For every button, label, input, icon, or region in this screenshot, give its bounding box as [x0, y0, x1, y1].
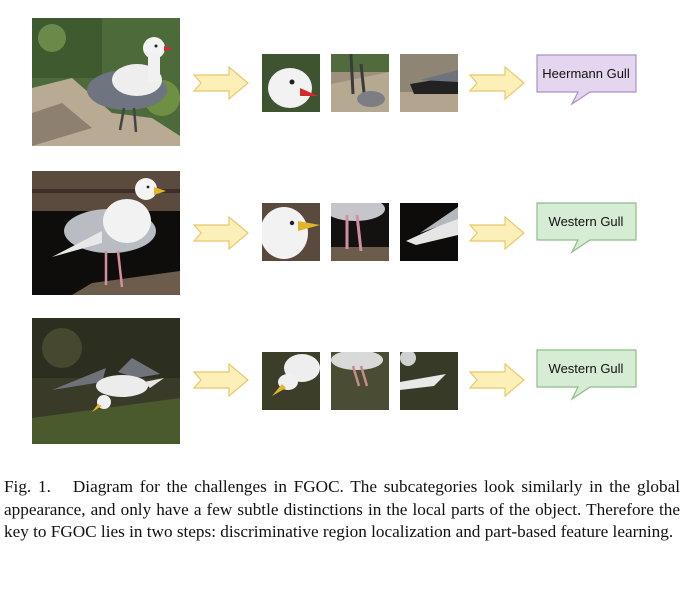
class-label-text: Heermann Gull [542, 65, 630, 81]
part-crop-head [262, 54, 320, 112]
part-crop-legs [331, 203, 389, 261]
figure-row-3: Western Gull [0, 318, 687, 448]
arrow-right-icon [469, 66, 525, 100]
arrow-right-icon [193, 216, 249, 250]
gull-in-flight-photo [32, 318, 180, 444]
class-label-text: Western Gull [548, 213, 624, 229]
part-crop-head [262, 352, 320, 410]
figure-caption: Fig. 1.Diagram for the challenges in FGO… [4, 476, 680, 544]
arrow-right-icon [193, 363, 249, 397]
gull-on-dock-photo [32, 171, 180, 295]
class-label-text: Western Gull [548, 360, 624, 376]
figure-row-2: Western Gull [0, 171, 687, 301]
part-crop-legs [331, 352, 389, 410]
class-label-bubble: Heermann Gull [536, 54, 640, 106]
part-crop-legs [331, 54, 389, 112]
figure-caption-label: Fig. 1. [4, 477, 51, 496]
gull-on-rocks-photo [32, 18, 180, 146]
figure-row-1: Heermann Gull [0, 18, 687, 148]
figure-diagram: Heermann Gull [0, 18, 687, 448]
class-label-bubble: Western Gull [536, 349, 640, 401]
arrow-right-icon [469, 216, 525, 250]
part-crop-head [262, 203, 320, 261]
part-crop-tail [400, 54, 458, 112]
part-crop-tail [400, 203, 458, 261]
arrow-right-icon [193, 66, 249, 100]
arrow-right-icon [469, 363, 525, 397]
part-crop-tail [400, 352, 458, 410]
class-label-bubble: Western Gull [536, 202, 640, 254]
figure-caption-text: Diagram for the challenges in FGOC. The … [4, 477, 680, 541]
